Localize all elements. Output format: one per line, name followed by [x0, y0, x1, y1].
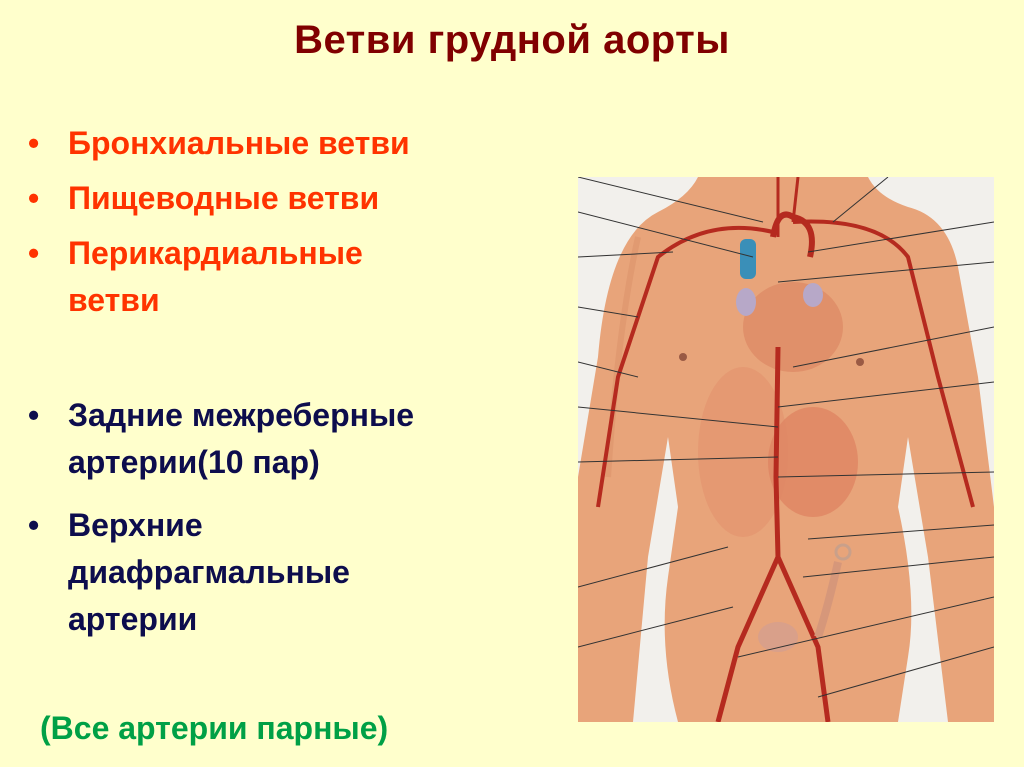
bullet-text: Верхние диафрагмальные артерии: [68, 507, 350, 637]
bullet-pericardial-branches: • Перикардиальные ветви: [28, 230, 458, 324]
slide-title: Ветви грудной аорты: [294, 18, 730, 62]
bullet-text: Бронхиальные ветви: [68, 125, 410, 161]
bullet-dot-icon: •: [28, 397, 40, 433]
bullet-dot-icon: •: [28, 507, 40, 543]
bullet-text: Задние межреберные артерии(10 пар): [68, 397, 415, 480]
bullet-posterior-intercostal-arteries: • Задние межреберные артерии(10 пар): [28, 392, 508, 486]
bullet-superior-phrenic-arteries: • Верхние диафрагмальные артерии: [28, 502, 448, 643]
bullet-dot-icon: •: [28, 125, 40, 161]
bullet-dot-icon: •: [28, 180, 40, 216]
bullet-dot-icon: •: [28, 235, 40, 271]
footnote: (Все артерии парные): [40, 710, 389, 746]
bullet-text: Перикардиальные ветви: [68, 235, 363, 318]
bullet-bronchial-branches: • Бронхиальные ветви: [28, 120, 410, 167]
bullet-text: Пищеводные ветви: [68, 180, 380, 216]
torso-arteries-icon: [578, 177, 994, 722]
anatomy-illustration: [578, 177, 994, 722]
bullet-esophageal-branches: • Пищеводные ветви: [28, 175, 379, 222]
